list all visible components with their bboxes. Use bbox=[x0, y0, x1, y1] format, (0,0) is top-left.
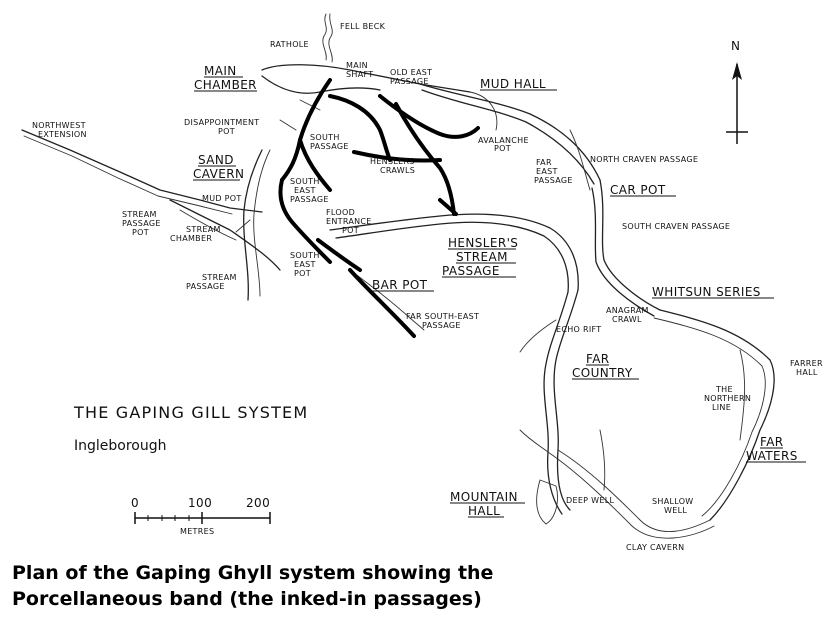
label-sand-cavern-1: SAND bbox=[198, 153, 234, 167]
label-main-chamber-2: CHAMBER bbox=[194, 78, 257, 92]
label-northern-line-2: NORTHERN bbox=[704, 394, 751, 403]
whitsun-series bbox=[659, 309, 775, 521]
old-east-passage bbox=[419, 83, 601, 181]
label-northern-line-1: THE bbox=[715, 385, 733, 394]
map-subtitle: Ingleborough bbox=[74, 438, 167, 454]
porcellaneous-band-passages bbox=[278, 78, 480, 338]
label-flood-3: POT bbox=[342, 226, 359, 235]
label-stream-passage-pot-3: POT bbox=[132, 228, 149, 237]
label-henslers-stream-1: HENSLER'S bbox=[448, 236, 518, 250]
label-disappointment: DISAPPOINTMENT bbox=[184, 118, 259, 127]
label-far-waters-1: FAR bbox=[760, 435, 784, 449]
label-henslers-stream-2: STREAM bbox=[456, 250, 508, 264]
mountain-hall-area bbox=[536, 479, 558, 525]
northwest-extension bbox=[21, 129, 263, 213]
label-far-country-2: COUNTRY bbox=[572, 366, 633, 380]
label-henslers-stream-3: PASSAGE bbox=[442, 264, 500, 278]
label-north-craven: NORTH CRAVEN PASSAGE bbox=[590, 155, 698, 164]
label-flood-2: ENTRANCE bbox=[326, 217, 372, 226]
label-stream-passage-pot-2: PASSAGE bbox=[122, 219, 161, 228]
label-farrer-2: HALL bbox=[796, 368, 818, 377]
label-se-pot-3: POT bbox=[294, 269, 311, 278]
scale-tick-100: 100 bbox=[188, 496, 212, 510]
label-avalanche-2: POT bbox=[494, 144, 511, 153]
cave-passages bbox=[21, 13, 775, 539]
scale-unit: METRES bbox=[180, 527, 214, 536]
label-northern-line-3: LINE bbox=[712, 403, 731, 412]
label-south-passage-2: PASSAGE bbox=[310, 142, 349, 151]
label-stream-passage-1: STREAM bbox=[202, 273, 237, 282]
label-se-pot-2: EAST bbox=[294, 260, 316, 269]
label-main-shaft-2: SHAFT bbox=[346, 70, 373, 79]
label-south-craven: SOUTH CRAVEN PASSAGE bbox=[622, 222, 730, 231]
label-main-chamber-1: MAIN bbox=[204, 64, 237, 78]
label-anagram-1: ANAGRAM bbox=[606, 306, 649, 315]
label-far-east-2: EAST bbox=[536, 167, 558, 176]
label-henslers-crawls-1: HENSLERS bbox=[370, 157, 415, 166]
scale-tick-0: 0 bbox=[131, 496, 139, 510]
label-far-south-east-2: PASSAGE bbox=[422, 321, 461, 330]
south-craven-passage bbox=[599, 179, 661, 311]
label-far-south-east-1: FAR SOUTH-EAST bbox=[406, 312, 479, 321]
map-title: THE GAPING GILL SYSTEM bbox=[73, 403, 308, 422]
stream-passage bbox=[169, 199, 281, 271]
label-main-shaft-1: MAIN bbox=[346, 61, 368, 70]
label-south-passage-1: SOUTH bbox=[310, 133, 340, 142]
caption-line-2: Porcellaneous band (the inked-in passage… bbox=[12, 588, 482, 610]
henslers-stream-passage bbox=[329, 213, 579, 291]
far-country-passages bbox=[553, 289, 579, 511]
north-arrow: N bbox=[726, 39, 748, 144]
label-disappointment-2: POT bbox=[218, 127, 235, 136]
scale-tick-200: 200 bbox=[246, 496, 270, 510]
label-far-country-1: FAR bbox=[586, 352, 610, 366]
figure-caption: Plan of the Gaping Ghyll system showing … bbox=[12, 560, 612, 612]
label-stream-passage-pot-1: STREAM bbox=[122, 210, 157, 219]
label-mountain-hall-1: MOUNTAIN bbox=[450, 490, 518, 504]
label-northwest-2: EXTENSION bbox=[38, 130, 87, 139]
fell-beck-stream bbox=[322, 13, 327, 61]
label-fell-beck: FELL BECK bbox=[340, 22, 386, 31]
label-shallow-well-2: WELL bbox=[664, 506, 687, 515]
label-avalanche-1: AVALANCHE bbox=[478, 136, 529, 145]
label-stream-chamber-2: CHAMBER bbox=[170, 234, 212, 243]
label-old-east-1: OLD EAST bbox=[390, 68, 432, 77]
label-northwest-1: NORTHWEST bbox=[32, 121, 86, 130]
label-echo-rift: ECHO RIFT bbox=[556, 325, 601, 334]
label-sand-cavern-2: CAVERN bbox=[193, 167, 244, 181]
label-far-east-1: FAR bbox=[536, 158, 552, 167]
label-mud-hall: MUD HALL bbox=[480, 77, 546, 91]
label-se-passage-3: PASSAGE bbox=[290, 195, 329, 204]
label-rathole: RATHOLE bbox=[270, 40, 309, 49]
label-stream-passage-2: PASSAGE bbox=[186, 282, 225, 291]
label-se-pot-1: SOUTH bbox=[290, 251, 320, 260]
label-car-pot: CAR POT bbox=[610, 183, 666, 197]
label-deep-well: DEEP WELL bbox=[566, 496, 614, 505]
label-anagram-2: CRAWL bbox=[612, 315, 642, 324]
label-flood-1: FLOOD bbox=[326, 208, 355, 217]
label-old-east-2: PASSAGE bbox=[390, 77, 429, 86]
label-far-east-3: PASSAGE bbox=[534, 176, 573, 185]
label-whitsun: WHITSUN SERIES bbox=[652, 285, 761, 299]
label-mud-pot: MUD POT bbox=[202, 194, 242, 203]
north-label: N bbox=[731, 39, 740, 53]
label-se-passage-2: EAST bbox=[294, 186, 316, 195]
label-stream-chamber-1: STREAM bbox=[186, 225, 221, 234]
label-bar-pot: BAR POT bbox=[372, 278, 428, 292]
label-far-waters-2: WATERS bbox=[746, 449, 798, 463]
map-labels: FELL BECK RATHOLE MAIN SHAFT MAIN CHAMBE… bbox=[32, 22, 823, 552]
sand-cavern bbox=[243, 149, 263, 301]
label-clay-cavern: CLAY CAVERN bbox=[626, 543, 684, 552]
main-chamber bbox=[261, 64, 471, 93]
caption-line-1: Plan of the Gaping Ghyll system showing … bbox=[12, 562, 494, 584]
label-farrer-1: FARRER bbox=[790, 359, 823, 368]
label-shallow-well-1: SHALLOW bbox=[652, 497, 694, 506]
scale-bar: 0 100 200 METRES bbox=[131, 496, 271, 536]
label-mountain-hall-2: HALL bbox=[468, 504, 500, 518]
label-henslers-crawls-2: CRAWLS bbox=[380, 166, 415, 175]
label-se-passage-1: SOUTH bbox=[290, 177, 320, 186]
